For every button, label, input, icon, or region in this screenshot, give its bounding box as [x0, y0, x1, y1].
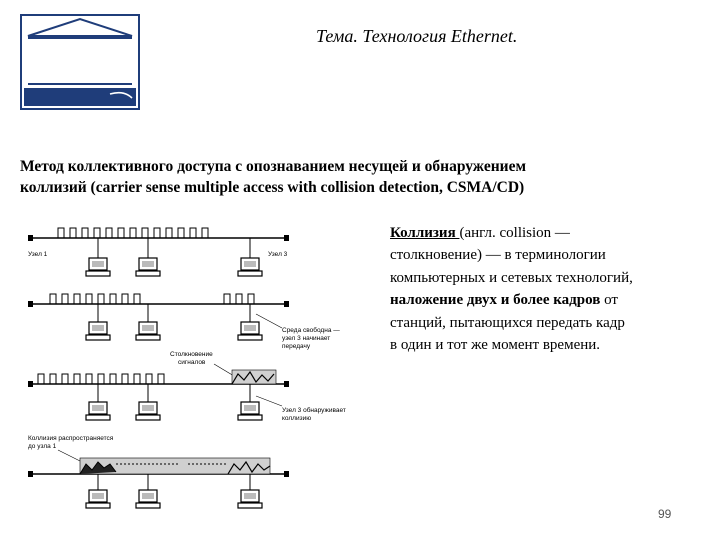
label-node-3: Узел 3 [268, 251, 288, 258]
definition-line-3: компьютерных и сетевых технологий, [390, 269, 633, 286]
definition-line-1: Коллизия (англ. collision — [390, 225, 570, 241]
label-collision-1: Столкновение [170, 351, 213, 358]
label-medium-free-2: узел 3 начинает [282, 335, 330, 342]
definition-line-5: станций, пытающихся передать кадр [390, 314, 625, 331]
collision-definition: Коллизия (англ. collision — столкновение… [390, 222, 700, 356]
definition-line-2: столкновение) — в терминологии [390, 247, 606, 264]
heading-line-1: Метод коллективного доступа с опознавани… [20, 158, 527, 175]
label-node-1: Узел 1 [28, 251, 48, 258]
definition-line-6: в один и тот же момент времени. [390, 337, 601, 354]
label-medium-free-1: Среда свободна — [282, 326, 340, 334]
diagram-row-2: Среда свободна — узел 3 начинает передач… [28, 293, 340, 350]
label-detect-1: Узел 3 обнаруживает [282, 406, 346, 414]
csma-cd-diagram: Узел 1 Узел 3 Среда свободна — узел 3 на… [28, 227, 346, 509]
definition-line-4: наложение двух и более кадров от [390, 292, 618, 309]
definition-term: Коллизия [390, 225, 460, 241]
diagram-row-4: Коллизия распространяется до узла 1 [28, 435, 289, 509]
slide-heading: Метод коллективного доступа с опознавани… [20, 156, 660, 198]
label-collision-2: сигналов [178, 359, 206, 366]
heading-line-2: коллизий (carrier sense multiple access … [20, 179, 525, 196]
label-spread-2: до узла 1 [28, 443, 57, 450]
definition-emphasis: наложение двух и более кадров [390, 292, 601, 309]
label-detect-2: коллизию [282, 415, 311, 422]
diagram-row-3: Столкновение сигналов Узел 3 обнаруживае… [28, 351, 346, 422]
diagram-row-1: Узел 1 Узел 3 [28, 227, 289, 277]
page-number: 99 [658, 507, 672, 521]
label-spread-1: Коллизия распространяется [28, 435, 114, 442]
institute-logo [20, 14, 140, 110]
slide-topic: Тема. Технология Ethernet. [316, 26, 518, 46]
label-medium-free-3: передачу [282, 343, 311, 350]
